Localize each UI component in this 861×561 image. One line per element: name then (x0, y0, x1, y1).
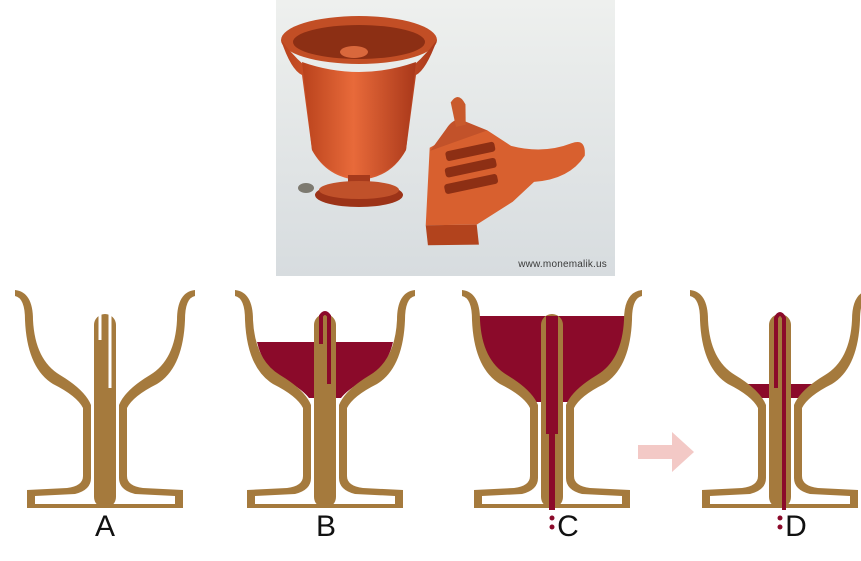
arrow-icon (638, 432, 694, 472)
stage-label-c: C (538, 512, 598, 542)
stage-label-b: B (296, 512, 356, 542)
stage-b (235, 290, 415, 508)
stage-c (462, 290, 642, 530)
photo-illustration (276, 0, 615, 276)
stage-a (15, 290, 195, 508)
siphon-stages-diagram: A B C D (0, 280, 861, 556)
stage-label-d: D (766, 512, 826, 542)
pythagorean-cup-photo: www.monemalik.us (276, 0, 615, 276)
stage-label-a: A (75, 512, 135, 542)
stage-d (690, 290, 861, 530)
photo-credit: www.monemalik.us (518, 259, 607, 270)
